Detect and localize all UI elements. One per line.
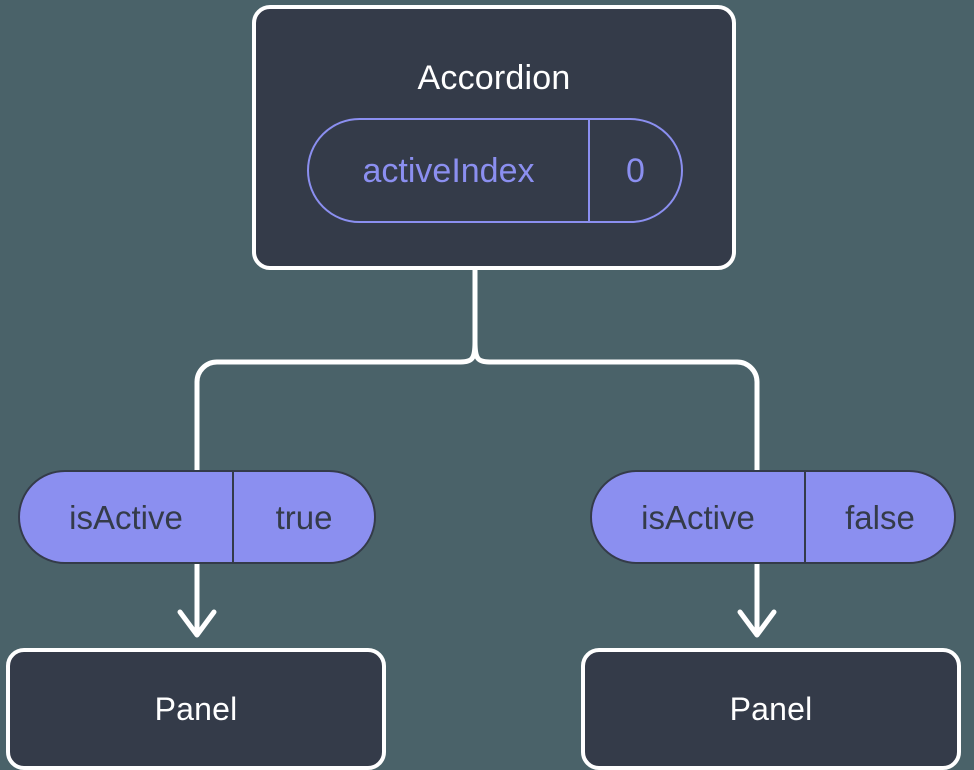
branch-left-connector [194,359,461,473]
state-key-label: activeIndex [309,120,590,221]
prop-value-label: false [845,498,915,536]
prop-value-label: true [275,498,333,536]
prop-key-label: isActive [20,472,234,562]
component-title-panel-left: Panel [154,691,238,727]
component-title-accordion: Accordion [417,59,571,97]
branch-right-connector [489,359,760,473]
prop-badge-isactive-true[interactable]: isActive true [18,470,376,564]
prop-key-label: isActive [592,472,806,562]
component-node-panel-left[interactable]: Panel [6,648,386,770]
arrow-left-head [177,609,217,638]
fork-left-curve [455,339,478,365]
state-badge-activeindex[interactable]: activeIndex 0 [307,118,683,223]
component-title-panel-right: Panel [729,691,813,727]
prop-badge-isactive-false[interactable]: isActive false [590,470,956,564]
component-node-panel-right[interactable]: Panel [581,648,961,770]
state-value-label: 0 [626,151,645,190]
arrow-right-head [737,609,777,638]
fork-right-curve [472,339,495,365]
